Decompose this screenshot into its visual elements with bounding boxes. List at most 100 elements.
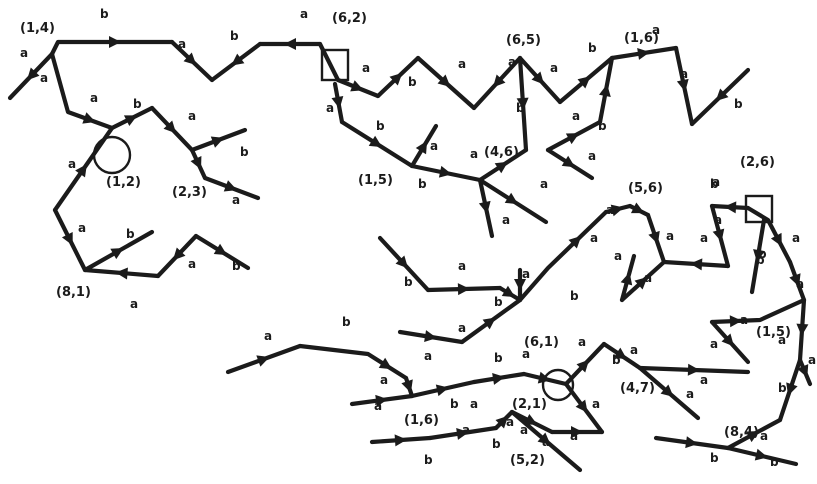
- arrow-head: [110, 248, 124, 260]
- edge-label: a: [808, 353, 816, 367]
- node-label: (5,6): [628, 181, 663, 196]
- arrow-head: [660, 384, 674, 397]
- edge-label: a: [614, 249, 622, 263]
- arrow-head: [350, 80, 364, 92]
- arrow-head: [676, 78, 689, 92]
- arrow-head: [375, 394, 388, 407]
- edge-label: a: [710, 337, 718, 351]
- edge-label: b: [376, 119, 385, 133]
- arrow-head: [26, 67, 40, 81]
- node-label: (1,6): [624, 31, 659, 46]
- edge-label: a: [686, 387, 694, 401]
- arrow-head: [712, 228, 725, 242]
- arrow-head: [690, 258, 703, 271]
- node-label: (2,6): [740, 155, 775, 170]
- edge-label: b: [100, 7, 109, 21]
- edge-label: a: [714, 213, 722, 227]
- edge-label: a: [264, 329, 272, 343]
- arrow-head: [729, 315, 742, 328]
- arrow-head: [495, 415, 509, 429]
- arrow-head: [687, 363, 700, 376]
- arrow-head: [577, 76, 591, 89]
- arrow-head: [494, 161, 509, 174]
- edge-line: [297, 343, 409, 381]
- edge-label: a: [506, 415, 514, 429]
- arrow-head: [82, 112, 96, 124]
- arrow-head: [415, 140, 428, 155]
- edge-label: b: [778, 381, 787, 395]
- edge-label: b: [710, 177, 719, 191]
- node-label: (6,1): [524, 335, 559, 350]
- edge-label: a: [760, 429, 768, 443]
- node-label: (6,5): [506, 33, 541, 48]
- edge-label: a: [188, 257, 196, 271]
- edge-label: a: [572, 109, 580, 123]
- edge-label: a: [712, 175, 720, 189]
- edge-label: a: [508, 55, 516, 69]
- arrow-head: [786, 382, 798, 396]
- edge-label: b: [408, 75, 417, 89]
- edge-label: a: [700, 231, 708, 245]
- edge-label: b: [126, 227, 135, 241]
- arrow-head: [648, 230, 660, 245]
- arrow-head: [620, 272, 633, 286]
- node-circle-marker: [92, 135, 132, 175]
- arrow-head: [61, 231, 73, 246]
- edge-label: a: [462, 423, 470, 437]
- arrow-head: [715, 88, 729, 102]
- node-label: (8,1): [56, 285, 91, 300]
- node-label: (1,5): [756, 325, 791, 340]
- edge-label: a: [700, 373, 708, 387]
- edge-label: a: [300, 7, 308, 21]
- arrow-head: [565, 133, 580, 145]
- arrow-head: [568, 235, 582, 249]
- edge-label: a: [326, 101, 334, 115]
- edge-label: a: [644, 271, 652, 285]
- edge-label: a: [130, 297, 138, 311]
- node-circle-marker: [541, 368, 575, 402]
- arrow-head: [284, 38, 296, 50]
- edge-label: a: [362, 61, 370, 75]
- node-label: (4,7): [620, 381, 655, 396]
- arrow-head: [231, 53, 245, 66]
- arrow-head: [796, 323, 809, 336]
- arrow-head: [724, 201, 737, 214]
- edge-label: b: [424, 453, 433, 467]
- arrow-head: [561, 155, 576, 168]
- arrow-head: [685, 436, 698, 449]
- edge-line: [745, 205, 793, 265]
- edge-label: b: [756, 253, 765, 267]
- edge-label: a: [540, 177, 548, 191]
- edge-label: b: [588, 41, 597, 55]
- edge-label: a: [40, 71, 48, 85]
- edge-label: b: [734, 97, 743, 111]
- arrow-head: [797, 364, 809, 378]
- arrow-head: [401, 379, 413, 393]
- edge-label: a: [550, 61, 558, 75]
- arrow-head: [123, 115, 138, 127]
- arrow-head: [754, 448, 768, 461]
- edge-label: a: [570, 429, 578, 443]
- edge-label: a: [652, 23, 660, 37]
- edge-label: a: [232, 193, 240, 207]
- edge-line: [709, 297, 807, 325]
- edge-label: a: [20, 46, 28, 60]
- edge-label: b: [232, 259, 241, 273]
- arrow-head: [789, 273, 801, 287]
- edge-label: a: [666, 229, 674, 243]
- edge-label: a: [458, 259, 466, 273]
- edge-label: a: [458, 321, 466, 335]
- edge-line: [517, 209, 609, 303]
- arrow-head: [598, 84, 611, 98]
- node-labels-layer: (1,4)(6,2)(6,5)(1,6)(1,5)(4,6)(1,2)(2,3)…: [20, 11, 791, 468]
- arrow-head: [394, 434, 407, 447]
- edge-label: a: [188, 109, 196, 123]
- arrow-head: [172, 247, 186, 261]
- arrow-head: [75, 164, 87, 178]
- arrow-head: [523, 413, 538, 425]
- arrow-head: [438, 165, 452, 178]
- edge-label: a: [590, 231, 598, 245]
- arrow-head: [514, 279, 526, 291]
